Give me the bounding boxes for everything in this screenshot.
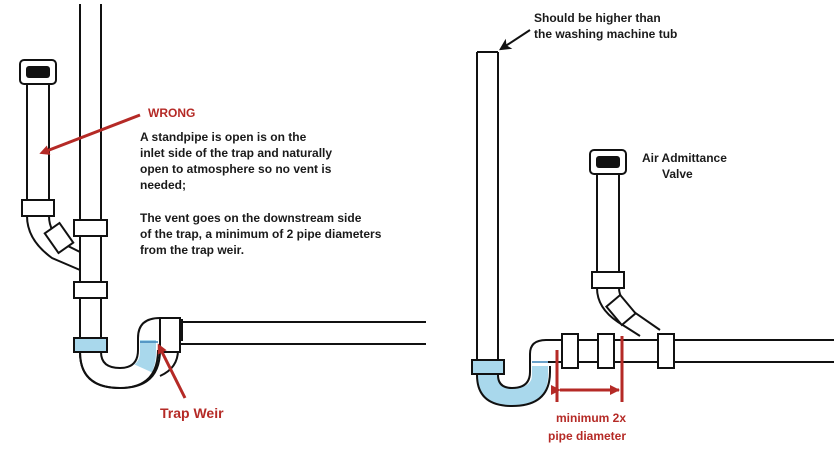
distance-label-line: minimum 2x bbox=[556, 411, 626, 425]
drain-coupling bbox=[597, 333, 615, 369]
explanation-line: open to atmosphere so no vent is bbox=[140, 162, 332, 176]
height-note: Should be higher than the washing machin… bbox=[534, 11, 677, 41]
distance-label-line: pipe diameter bbox=[548, 429, 626, 443]
drain-coupling bbox=[657, 333, 675, 369]
explanation-line: needed; bbox=[140, 178, 186, 192]
left-horizontal-drain bbox=[180, 321, 426, 345]
right-panel: Should be higher than the washing machin… bbox=[471, 11, 834, 443]
height-note-line: Should be higher than bbox=[534, 11, 661, 25]
explanation-line: inlet side of the trap and naturally bbox=[140, 146, 332, 160]
standpipe-explanation: A standpipe is open is on the inlet side… bbox=[140, 130, 332, 192]
vent-line: from the trap weir. bbox=[140, 243, 244, 257]
trap-weir-label: Trap Weir bbox=[160, 405, 224, 421]
right-horizontal-drain bbox=[548, 333, 834, 369]
vent-explanation: The vent goes on the downstream side of … bbox=[140, 211, 382, 257]
air-admittance-valve bbox=[589, 149, 661, 337]
right-p-trap bbox=[471, 339, 562, 408]
valve-label-line: Air Admittance bbox=[642, 151, 727, 165]
height-arrow-icon bbox=[498, 29, 531, 51]
left-panel: WRONG A standpipe is open is on the inle… bbox=[19, 4, 426, 421]
left-p-trap bbox=[73, 317, 183, 390]
vent-line: The vent goes on the downstream side bbox=[140, 211, 362, 225]
explanation-line: A standpipe is open is on the bbox=[140, 130, 307, 144]
height-note-line: the washing machine tub bbox=[534, 27, 677, 41]
wrong-arrow-icon bbox=[39, 113, 141, 155]
vent-line: of the trap, a minimum of 2 pipe diamete… bbox=[140, 227, 382, 241]
drain-coupling bbox=[561, 333, 579, 369]
dimension-arrow-icon bbox=[551, 336, 624, 402]
valve-label-line: Valve bbox=[662, 167, 693, 181]
right-standpipe bbox=[476, 51, 499, 362]
wrong-label: WRONG bbox=[148, 106, 195, 120]
wrong-vent-pipe bbox=[19, 59, 81, 271]
trap-weir-arrow-icon bbox=[157, 343, 187, 399]
distance-label: minimum 2x pipe diameter bbox=[548, 411, 626, 443]
valve-label: Air Admittance Valve bbox=[642, 151, 727, 181]
standpipe-coupling-bottom bbox=[73, 281, 108, 299]
standpipe-coupling-top bbox=[73, 219, 108, 237]
trap-weir-coupling bbox=[159, 317, 181, 353]
